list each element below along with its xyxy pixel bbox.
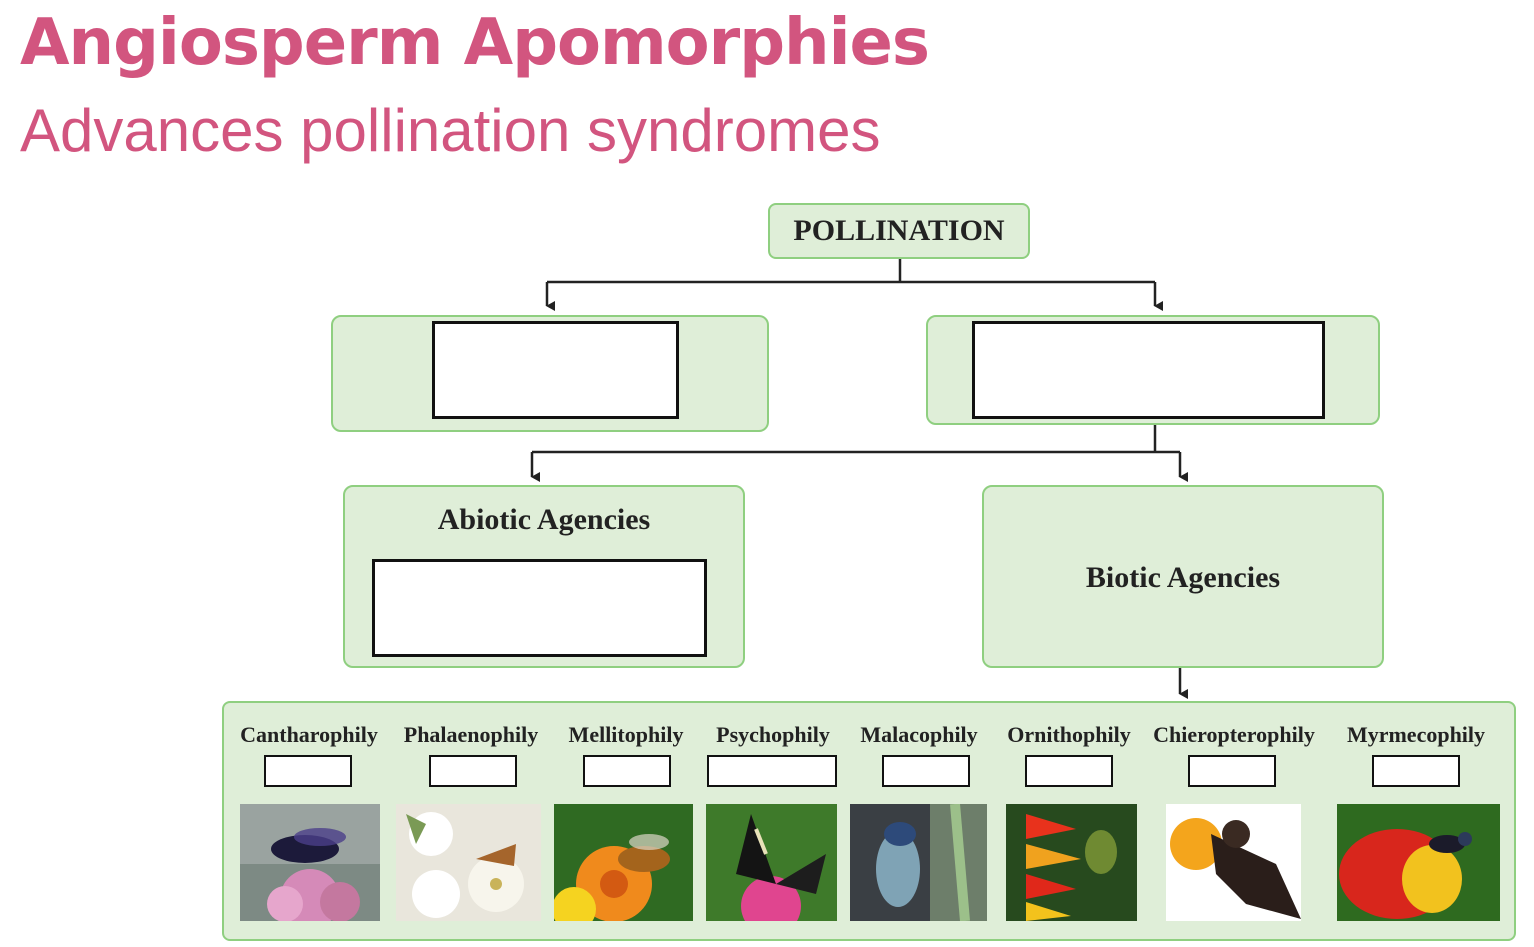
self-pollination-box: [331, 315, 769, 432]
abiotic-agencies-blank[interactable]: [372, 559, 707, 657]
moth-on-white-flowers-photo: [396, 804, 541, 921]
category-label-chieropterophily: Chieropterophily: [1153, 722, 1315, 747]
category-blank-malacophily[interactable]: [882, 755, 970, 787]
pollination-box: POLLINATION: [768, 203, 1030, 259]
category-label-cantharophily: Cantharophily: [240, 722, 378, 747]
category-blank-cantharophily[interactable]: [264, 755, 352, 787]
category-blank-psychophily[interactable]: [707, 755, 837, 787]
beetle-on-thistle-photo: [240, 804, 380, 921]
category-label-phalaenophily: Phalaenophily: [403, 722, 539, 747]
butterfly-on-zinnia-photo: [706, 804, 837, 921]
bat-with-flower-photo: [1166, 804, 1301, 921]
category-blank-chieropterophily[interactable]: [1188, 755, 1276, 787]
ant-on-red-flower-photo: [1337, 804, 1500, 921]
slide-title: Angiosperm Apomorphies: [20, 6, 930, 80]
category-label-psychophily: Psychophily: [716, 722, 830, 747]
cross-pollination-blank[interactable]: [972, 321, 1325, 419]
biotic-agencies-label: Biotic Agencies: [1085, 561, 1281, 594]
category-blank-mellitophily[interactable]: [583, 755, 671, 787]
category-blank-phalaenophily[interactable]: [429, 755, 517, 787]
slide-subtitle: Advances pollination syndromes: [20, 97, 881, 164]
biotic-agencies-box: Biotic Agencies: [982, 485, 1384, 668]
self-pollination-blank[interactable]: [432, 321, 679, 419]
cross-pollination-box: [926, 315, 1380, 425]
category-label-mellitophily: Mellitophily: [568, 722, 684, 747]
category-blank-myrmecophily[interactable]: [1372, 755, 1460, 787]
category-label-malacophily: Malacophily: [860, 722, 978, 747]
bee-on-flower-photo: [554, 804, 693, 921]
category-blank-ornithophily[interactable]: [1025, 755, 1113, 787]
bird-on-heliconia-photo: [1006, 804, 1137, 921]
snail-on-plant-photo: [850, 804, 987, 921]
category-label-myrmecophily: Myrmecophily: [1346, 722, 1486, 747]
abiotic-agencies-label: Abiotic Agencies: [437, 503, 651, 536]
category-label-ornithophily: Ornithophily: [1007, 722, 1131, 747]
abiotic-agencies-box: Abiotic Agencies: [343, 485, 745, 668]
